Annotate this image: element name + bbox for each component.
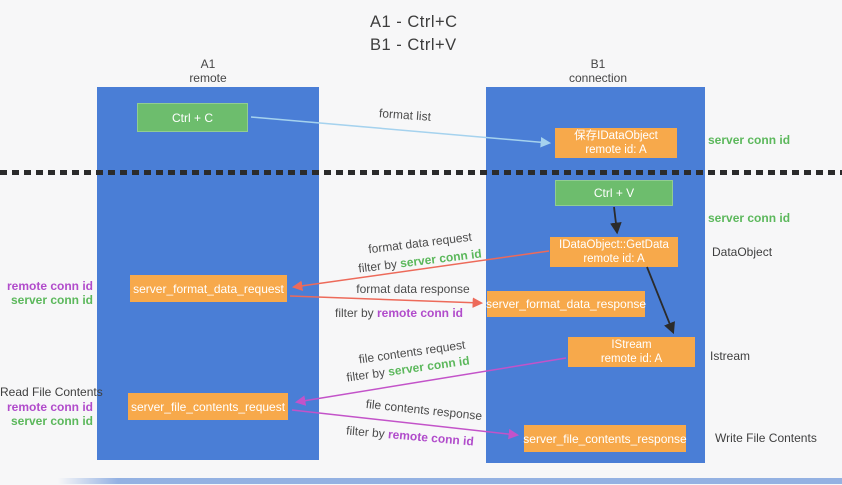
session-divider-dotted-line <box>0 170 842 175</box>
filter-by-text: filter by <box>357 256 401 276</box>
node-idataobject-getdata: IDataObject::GetData remote id: A <box>550 237 678 267</box>
annotation-server-conn-id-top: server conn id <box>708 133 791 147</box>
server-file-contents-response-label: server_file_contents_response <box>523 431 687 446</box>
node-server-format-data-response: server_format_data_response <box>485 291 647 317</box>
annotation-server-conn-id-left-top: server conn id <box>10 293 93 307</box>
idataobject-getdata-line2: remote id: A <box>583 253 645 265</box>
annotation-dataobject: DataObject <box>712 245 773 259</box>
filter-by-text: filter by <box>345 364 390 385</box>
remote-conn-id-text: remote conn id <box>377 306 464 320</box>
remote-conn-id-text: remote conn id <box>387 427 475 449</box>
node-server-file-contents-response: server_file_contents_response <box>523 425 687 452</box>
annotation-read-file-contents: Read File Contents <box>0 385 103 399</box>
annotation-remote-conn-id-left-bottom: remote conn id <box>6 400 93 414</box>
istream-line1: IStream <box>611 339 652 351</box>
ctrl-c-label: Ctrl + C <box>171 110 213 125</box>
label-filter-file-contents-response: filter by remote conn id <box>330 422 491 450</box>
lane-b1-name: B1 <box>590 57 606 71</box>
title-line-ctrl-c: A1 - Ctrl+C <box>370 13 458 31</box>
lane-a1-subtitle: remote <box>189 71 227 85</box>
lane-header-b1: B1 connection <box>528 57 668 85</box>
server-format-data-request-label: server_format_data_request <box>133 281 284 296</box>
annotation-server-conn-id-left-bottom: server conn id <box>10 414 93 428</box>
label-file-contents-response: file contents response <box>365 396 483 424</box>
server-format-data-response-label: server_format_data_response <box>485 297 647 311</box>
label-format-data-response: format data response <box>356 282 470 296</box>
label-filter-format-data-response: filter by remote conn id <box>319 306 479 320</box>
ctrl-c-keypress: Ctrl + C <box>137 103 248 132</box>
annotation-istream: Istream <box>710 349 751 363</box>
node-save-idataobject: 保存IDataObject remote id: A <box>555 128 677 158</box>
annotation-remote-conn-id-left-top: remote conn id <box>6 279 93 293</box>
bottom-edge-strip <box>58 478 842 484</box>
filter-by-text: filter by <box>334 306 377 320</box>
lane-a1-name: A1 <box>200 57 216 71</box>
label-format-list: format list <box>378 106 432 124</box>
idataobject-getdata-line1: IDataObject::GetData <box>559 239 669 251</box>
lane-header-a1: A1 remote <box>138 57 278 85</box>
lane-b1-subtitle: connection <box>568 71 628 85</box>
save-idataobject-line2: remote id: A <box>585 144 647 156</box>
diagram-title: A1 - Ctrl+C B1 - Ctrl+V <box>370 11 458 57</box>
server-file-contents-request-label: server_file_contents_request <box>130 399 286 414</box>
node-server-format-data-request: server_format_data_request <box>130 275 287 302</box>
annotation-write-file-contents: Write File Contents <box>715 431 817 445</box>
annotation-server-conn-id-mid: server conn id <box>708 211 791 225</box>
node-istream: IStream remote id: A <box>568 337 695 367</box>
node-server-file-contents-request: server_file_contents_request <box>128 393 288 420</box>
title-line-ctrl-v: B1 - Ctrl+V <box>370 36 457 54</box>
ctrl-v-keypress: Ctrl + V <box>555 180 673 206</box>
istream-line2: remote id: A <box>600 353 663 365</box>
ctrl-v-label: Ctrl + V <box>593 186 635 200</box>
filter-by-text: filter by <box>345 423 389 442</box>
save-idataobject-line1: 保存IDataObject <box>574 130 658 142</box>
